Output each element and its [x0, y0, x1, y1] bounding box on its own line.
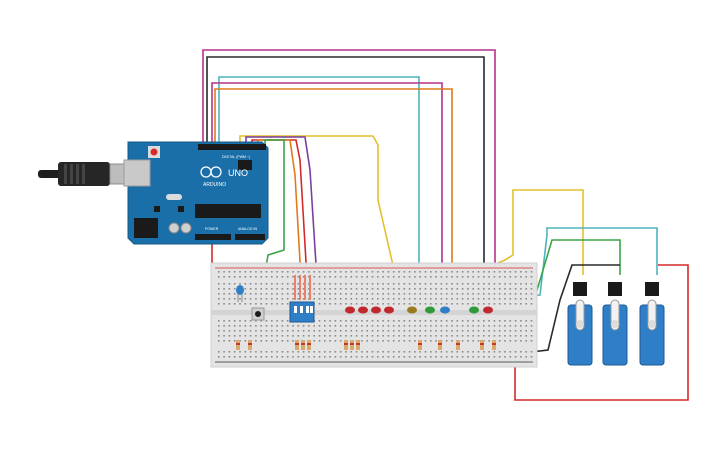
resistor-icon	[236, 340, 240, 350]
wire-teal-top	[218, 76, 420, 290]
led-icon	[371, 306, 381, 314]
vertical-jumpers	[294, 275, 311, 300]
resistor-icon	[438, 340, 442, 350]
analog-header	[235, 234, 265, 240]
led-icon	[384, 306, 394, 314]
breadboard	[210, 262, 538, 368]
arduino-logo-icon	[200, 166, 222, 178]
power-header	[195, 234, 231, 240]
arduino-brand: ARDUINO	[203, 182, 226, 188]
led-row	[345, 306, 493, 314]
analog-label: ANALOG IN	[238, 227, 258, 231]
resistor-icon	[344, 340, 348, 350]
resistor-icon	[418, 340, 422, 350]
wire-magenta-top	[202, 49, 496, 285]
components	[236, 275, 496, 350]
dip-switch-icon[interactable]	[289, 301, 315, 323]
resistor-icon	[456, 340, 460, 350]
led-icon	[483, 306, 493, 314]
servo-icon	[602, 282, 628, 366]
resistor-icon	[480, 340, 484, 350]
power-label: POWER	[205, 227, 219, 231]
resistor-icon	[492, 340, 496, 350]
wire-magenta-2	[211, 82, 443, 288]
wire-black-top	[206, 56, 485, 288]
wire-orange-top	[214, 88, 453, 292]
resistor-icon	[248, 340, 252, 350]
power-jack	[134, 218, 158, 238]
led-icon	[425, 306, 435, 314]
usb-port	[123, 159, 151, 187]
servos	[567, 282, 665, 366]
led-icon	[345, 306, 355, 314]
resistor-icon	[301, 340, 305, 350]
wire-yellow-1	[239, 135, 401, 297]
arduino-board: ARDUINO UNO DIGITAL (PWM ~) POWER ANALOG…	[123, 141, 269, 245]
digital-label: DIGITAL (PWM ~)	[222, 155, 250, 159]
led-icon	[469, 306, 479, 314]
resistor-icon	[350, 340, 354, 350]
pushbutton-icon[interactable]	[251, 307, 265, 321]
wire-green-1	[261, 139, 285, 293]
usb-cable-icon	[38, 162, 131, 186]
microcontroller-chip	[195, 204, 261, 218]
arduino-model: UNO	[228, 168, 248, 178]
digital-header	[198, 144, 266, 150]
led-icon	[236, 285, 244, 302]
servo-icon	[567, 282, 593, 366]
resistor-icon	[295, 340, 299, 350]
resistor-icons	[236, 340, 496, 350]
led-icon	[440, 306, 450, 314]
wire-purple-1	[245, 136, 319, 297]
led-icon	[407, 306, 417, 314]
servo-icon	[639, 282, 665, 366]
resistor-icon	[356, 340, 360, 350]
led-icon	[358, 306, 368, 314]
resistor-icon	[307, 340, 311, 350]
